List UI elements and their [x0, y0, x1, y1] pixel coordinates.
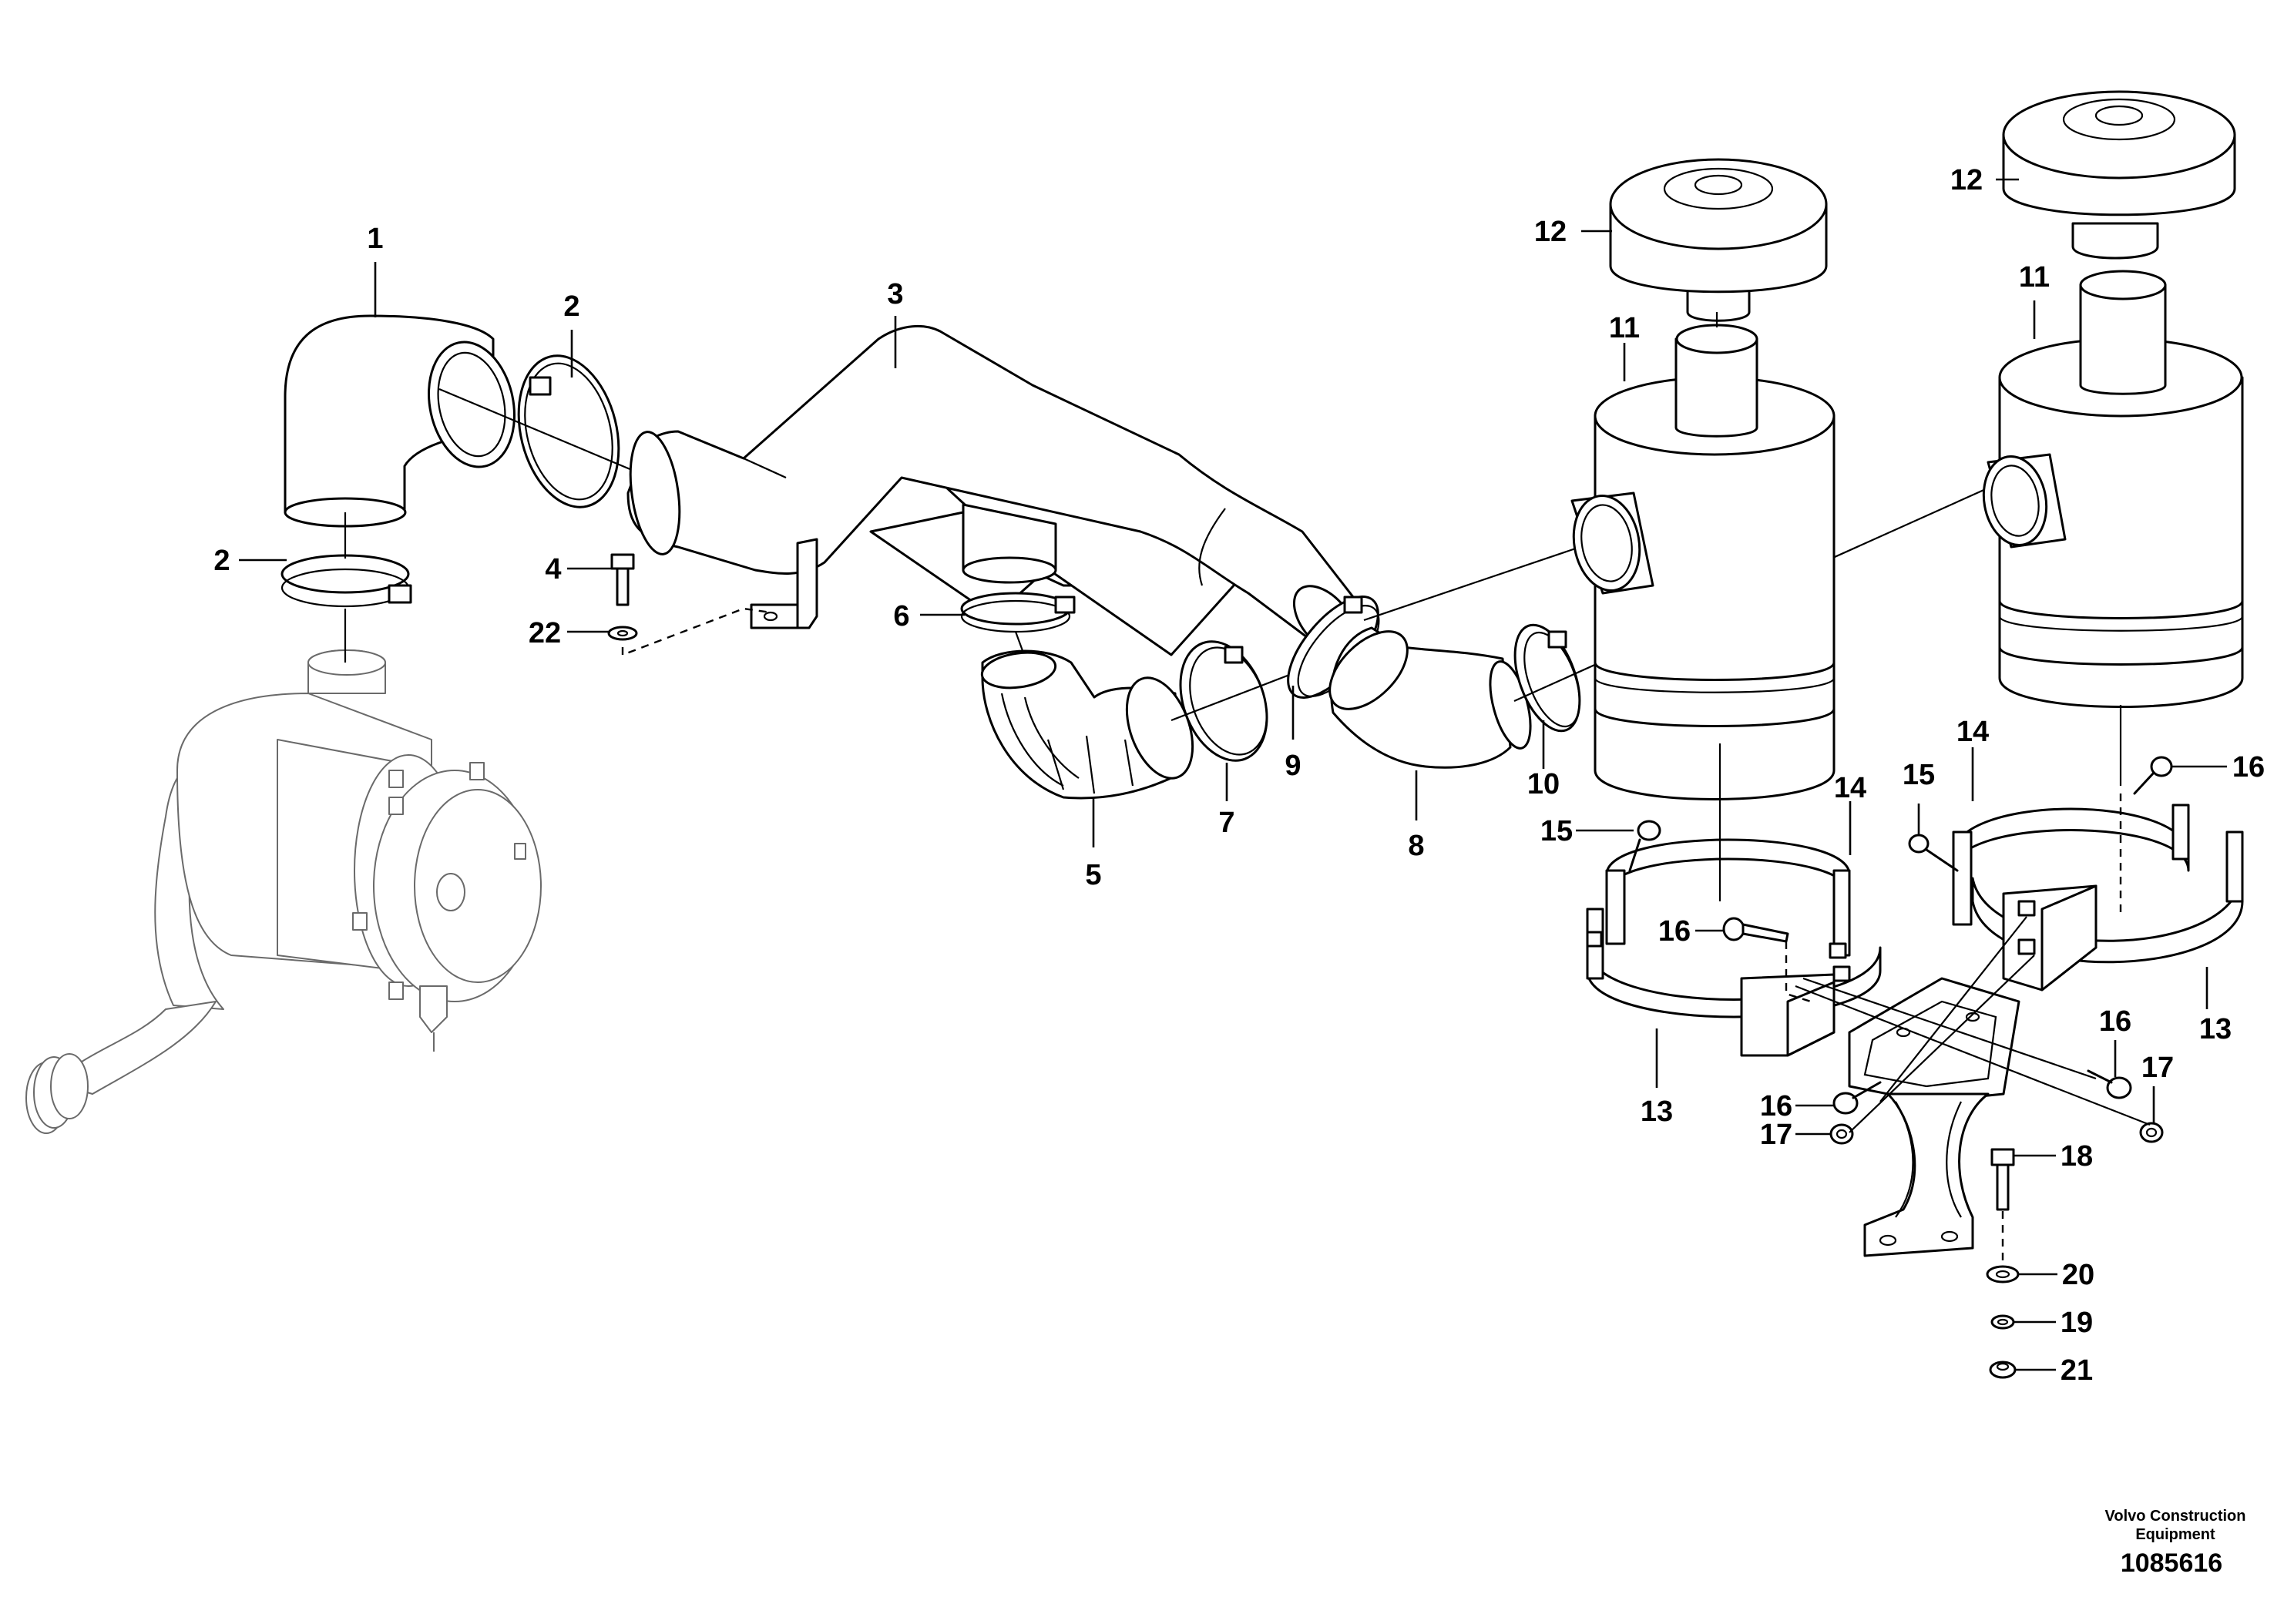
- part-strap-14-middle: [1605, 838, 1851, 957]
- ghost-air-cleaner-assembly: [25, 649, 542, 1134]
- part-rain-cap-12-middle: [1609, 158, 1828, 322]
- part-bolt-15-right: [1908, 834, 1959, 872]
- part-bolt-16-middle: [1722, 917, 1789, 943]
- part-hose-clamp-6: [960, 592, 1076, 633]
- callout-leaders: [239, 178, 2227, 1371]
- callout-labels: 1 2 2 3 4 22 5 6 7 8 9 10 11 11 12 12 13…: [213, 164, 2265, 1387]
- callout-16-lower-left: 16: [1760, 1090, 1792, 1122]
- callout-11-middle: 11: [1609, 312, 1640, 344]
- credit-line-2: Equipment: [2135, 1526, 2215, 1543]
- callout-10: 10: [1527, 768, 1560, 800]
- part-strap-14-right: [1952, 804, 2190, 926]
- document-number: 1085616: [2121, 1549, 2222, 1578]
- callout-6: 6: [893, 600, 909, 632]
- callout-7: 7: [1218, 807, 1234, 839]
- part-strap-13-right: [1971, 830, 2244, 992]
- callout-13-middle: 13: [1641, 1096, 1673, 1128]
- callout-11-right: 11: [2019, 261, 2050, 294]
- part-hose-clamp-2-upper: [517, 354, 620, 508]
- part-washer-20: [1986, 1265, 2020, 1283]
- part-hose-clamp-2-lower: [280, 554, 412, 608]
- part-bolt-16-right-top: [2133, 756, 2173, 795]
- part-air-cleaner-11-middle: [1570, 324, 1836, 800]
- callout-22: 22: [529, 617, 561, 649]
- callout-17-right: 17: [2141, 1052, 2174, 1084]
- callout-2-upper: 2: [563, 290, 579, 323]
- part-hose-clamp-9: [1287, 595, 1380, 700]
- part-hose-clamp-10: [1513, 623, 1581, 733]
- part-bolt-16-lower-right: [2087, 1069, 2132, 1099]
- callout-15-right: 15: [1903, 759, 1935, 791]
- callout-12-right: 12: [1950, 164, 1983, 196]
- callout-18: 18: [2061, 1140, 2093, 1173]
- callout-15-middle: 15: [1540, 815, 1573, 847]
- part-nut-17-left: [1829, 1123, 1854, 1145]
- credit-line-1: Volvo Construction: [2105, 1508, 2246, 1525]
- part-washer-22: [607, 626, 638, 641]
- part-bolt-18: [1990, 1148, 2015, 1211]
- part-rain-cap-12-right: [2002, 90, 2236, 260]
- part-bolt-15-middle: [1628, 820, 1661, 872]
- callout-19: 19: [2061, 1307, 2093, 1339]
- callout-16-lower-right: 16: [2099, 1005, 2131, 1038]
- callout-14-middle: 14: [1834, 772, 1866, 804]
- part-elbow-1: [284, 314, 516, 528]
- part-pipe-bracket: [750, 538, 818, 629]
- callout-9: 9: [1285, 750, 1301, 782]
- callout-20: 20: [2062, 1259, 2094, 1291]
- part-bolt-4: [610, 553, 635, 606]
- part-washer-19: [1990, 1314, 2015, 1330]
- callout-5: 5: [1085, 859, 1101, 891]
- mounting-dashed-line: [1785, 941, 1812, 1003]
- callout-1: 1: [367, 223, 383, 255]
- footer-credit: Volvo Construction Equipment 1085616: [2105, 1508, 2246, 1578]
- callout-21: 21: [2061, 1354, 2093, 1387]
- part-nut-21: [1989, 1361, 2017, 1379]
- part-nut-17-right: [2139, 1122, 2164, 1143]
- guide-line: [1802, 977, 2097, 1080]
- callout-14-right: 14: [1956, 716, 1989, 748]
- part-bolt-16-lower-left: [1832, 1081, 1882, 1115]
- part-mounting-bracket: [1848, 977, 2020, 1257]
- part-elbow-5: [980, 649, 1194, 800]
- guide-line: [438, 388, 633, 471]
- callout-17-left: 17: [1760, 1119, 1792, 1151]
- callout-4: 4: [545, 553, 561, 586]
- callout-8: 8: [1408, 830, 1424, 862]
- mounting-dashed-line: [621, 607, 771, 656]
- callout-12-middle: 12: [1534, 216, 1567, 248]
- part-air-cleaner-11-right: [1982, 270, 2244, 708]
- part-pipe-outlet: [962, 503, 1057, 584]
- guide-line: [1795, 985, 2151, 1126]
- callout-16-right: 16: [2232, 751, 2265, 783]
- callout-13-right: 13: [2199, 1013, 2232, 1045]
- guide-line: [1879, 916, 2027, 1102]
- callout-2-lower: 2: [213, 545, 230, 577]
- callout-16-middle: 16: [1658, 915, 1691, 948]
- guide-line: [1363, 538, 1604, 622]
- callout-3: 3: [887, 278, 903, 310]
